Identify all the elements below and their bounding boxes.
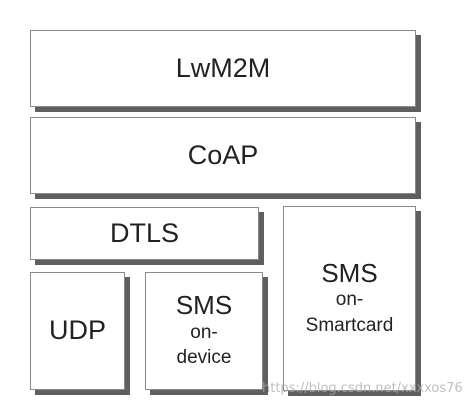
- lwm2m-layer: LwM2M: [30, 30, 416, 107]
- sms-on-smartcard-line2: on-: [335, 289, 364, 311]
- udp-label: UDP: [48, 315, 106, 346]
- sms-on-device-line2: on-: [190, 321, 218, 343]
- udp-layer: UDP: [30, 272, 125, 390]
- lwm2m-label: LwM2M: [175, 52, 271, 83]
- sms-on-device-layer: SMS on- device: [145, 272, 263, 390]
- sms-on-smartcard-layer: SMS on- Smartcard: [283, 206, 416, 391]
- dtls-layer: DTLS: [30, 207, 259, 260]
- dtls-label: DTLS: [109, 217, 180, 248]
- sms-on-device-title: SMS: [175, 290, 233, 321]
- watermark-text: https://blog.csdn.net/xxxxos76: [262, 381, 463, 396]
- coap-layer: CoAP: [30, 117, 416, 194]
- sms-on-smartcard-line3: Smartcard: [305, 314, 394, 336]
- sms-on-device-line3: device: [176, 347, 232, 369]
- sms-on-smartcard-title: SMS: [321, 257, 378, 288]
- coap-label: CoAP: [187, 139, 259, 170]
